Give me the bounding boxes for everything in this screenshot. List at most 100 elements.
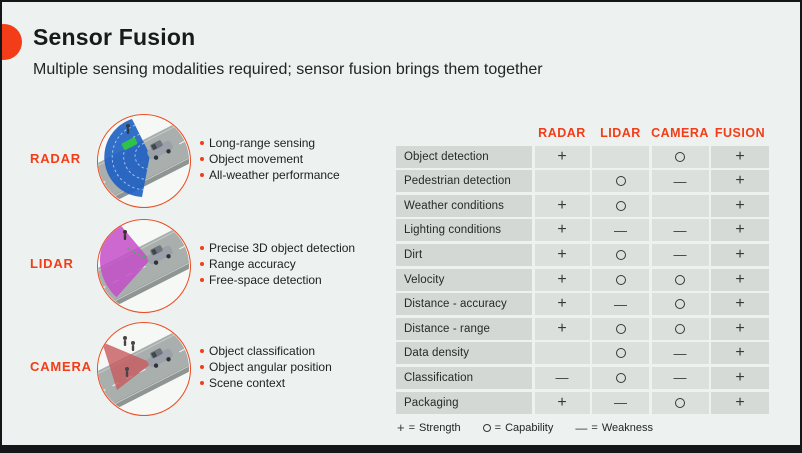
table-column-header-camera: CAMERA [651, 126, 709, 140]
capability-circle-icon [675, 151, 685, 162]
table-cell-radar: + [534, 145, 590, 168]
capability-circle-icon [615, 274, 626, 285]
table-cell-camera [651, 317, 709, 340]
bullet-text: Long-range sensing [209, 136, 316, 150]
table-cell-lidar [592, 342, 649, 365]
strength-plus-icon: + [557, 393, 567, 411]
bullet-text: Range accuracy [209, 257, 296, 271]
table-cell-fusion: + [711, 243, 769, 266]
bullet-dot-icon [200, 141, 204, 145]
table-cell-fusion: + [711, 170, 769, 193]
strength-plus-icon: + [735, 221, 745, 239]
strength-plus-icon: + [557, 147, 567, 165]
legend-equals: = [591, 421, 598, 434]
table-cell-camera [651, 145, 709, 168]
table-row-label: Velocity [396, 268, 532, 291]
strength-plus-icon: + [735, 368, 745, 386]
bullet-item: Scene context [200, 375, 332, 391]
sensor-image [97, 114, 191, 208]
bullet-dot-icon [200, 157, 204, 161]
table-cell-fusion: + [711, 293, 769, 316]
strength-plus-icon: + [557, 319, 567, 337]
table-row-label: Weather conditions [396, 194, 532, 217]
table-cell-lidar [592, 194, 649, 217]
bullet-dot-icon [200, 349, 204, 353]
strength-plus-icon: + [735, 295, 745, 313]
table-cell-lidar: — [592, 219, 649, 242]
table-cell-lidar [592, 145, 649, 168]
table-cell-lidar [592, 170, 649, 193]
weakness-minus-icon: — [614, 395, 627, 411]
legend-item: =Capability [482, 422, 553, 434]
strength-plus-icon: + [557, 221, 567, 239]
table-cell-radar: + [534, 391, 590, 414]
capability-circle-icon [482, 423, 491, 432]
slide: Sensor Fusion Multiple sensing modalitie… [2, 2, 800, 445]
legend-item: +=Strength [397, 421, 461, 434]
table-column-header-lidar: LIDAR [600, 126, 641, 140]
capability-circle-icon [615, 200, 626, 211]
table-cell-camera: — [651, 170, 709, 193]
table-row-label: Dirt [396, 243, 532, 266]
table-cell-radar: + [534, 243, 590, 266]
weakness-minus-icon: — [673, 222, 687, 238]
table-cell-fusion: + [711, 219, 769, 242]
table-cell-camera: — [651, 342, 709, 365]
car-illustration [147, 245, 173, 265]
slide-subtitle: Multiple sensing modalities required; se… [33, 61, 543, 78]
table-cell-camera: — [651, 366, 709, 389]
weakness-minus-icon: — [614, 296, 627, 312]
table-cell-fusion: + [711, 366, 769, 389]
pedestrian-figure [126, 124, 130, 134]
bullet-dot-icon [200, 381, 204, 385]
bullet-dot-icon [200, 173, 204, 177]
strength-plus-icon: + [557, 270, 567, 288]
table-row-label: Lighting conditions [396, 219, 532, 242]
table-cell-camera [651, 293, 709, 316]
table-cell-fusion: + [711, 317, 769, 340]
table-row-label: Packaging [396, 391, 532, 414]
table-cell-radar: + [534, 268, 590, 291]
weakness-minus-icon: — [673, 345, 687, 361]
weakness-minus-icon: — [673, 247, 687, 263]
table-cell-radar: + [534, 317, 590, 340]
table-column-header-radar: RADAR [538, 126, 586, 140]
capability-circle-icon [615, 372, 626, 383]
strength-plus-icon: + [735, 172, 745, 190]
slide-title: Sensor Fusion [33, 24, 196, 50]
capability-circle-icon [675, 274, 685, 285]
bullet-item: Free-space detection [200, 272, 355, 288]
capability-circle-icon [615, 323, 626, 334]
strength-plus-icon: + [735, 147, 745, 165]
table-column-header-fusion: FUSION [714, 126, 766, 140]
capability-circle-icon [615, 176, 626, 187]
bullet-item: Object movement [200, 151, 340, 167]
radar-scene-image [98, 115, 189, 206]
strength-plus-icon: + [557, 245, 567, 263]
table-cell-radar [534, 170, 590, 193]
weakness-minus-icon: — [673, 370, 687, 386]
table-cell-fusion: + [711, 391, 769, 414]
legend-meaning: Strength [419, 421, 461, 434]
capability-circle-icon [675, 299, 685, 310]
strength-plus-icon: + [735, 344, 745, 362]
strength-plus-icon: + [557, 196, 567, 214]
table-corner [396, 123, 532, 143]
bullet-item: Long-range sensing [200, 135, 340, 151]
bullet-dot-icon [200, 278, 204, 282]
weakness-minus-icon: — [673, 173, 687, 189]
pedestrian-figures [123, 336, 135, 377]
table-cell-camera [651, 391, 709, 414]
capability-circle-icon [675, 397, 685, 408]
capability-circle-icon [615, 348, 626, 359]
sensor-label: LIDAR [30, 256, 74, 271]
bullet-dot-icon [200, 262, 204, 266]
table-row-label: Pedestrian detection [396, 170, 532, 193]
car-illustration [147, 348, 173, 368]
